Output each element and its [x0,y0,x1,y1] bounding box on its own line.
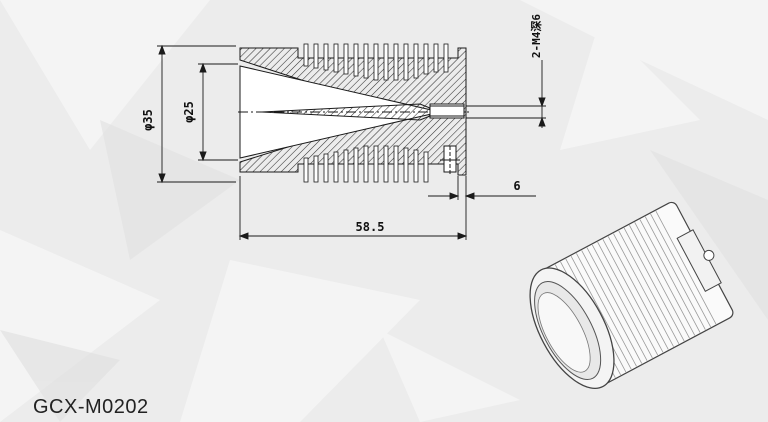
model-code: GCX-M0202 [33,396,149,418]
threaded-hole [429,103,465,119]
front-bore [537,292,591,373]
thread-note-label: 2-M4深6 [529,14,543,58]
dimension-lines [157,44,546,240]
mount-hole [703,249,715,261]
outer-diameter-label: φ35 [141,109,155,131]
section-view [238,43,470,183]
upper-fins [303,43,449,81]
overall-length-label: 58.5 [356,220,385,234]
lower-fins [303,145,429,183]
inner-diameter-label: φ25 [182,101,196,123]
isometric-view [529,201,734,389]
offset-label: 6 [513,179,520,193]
